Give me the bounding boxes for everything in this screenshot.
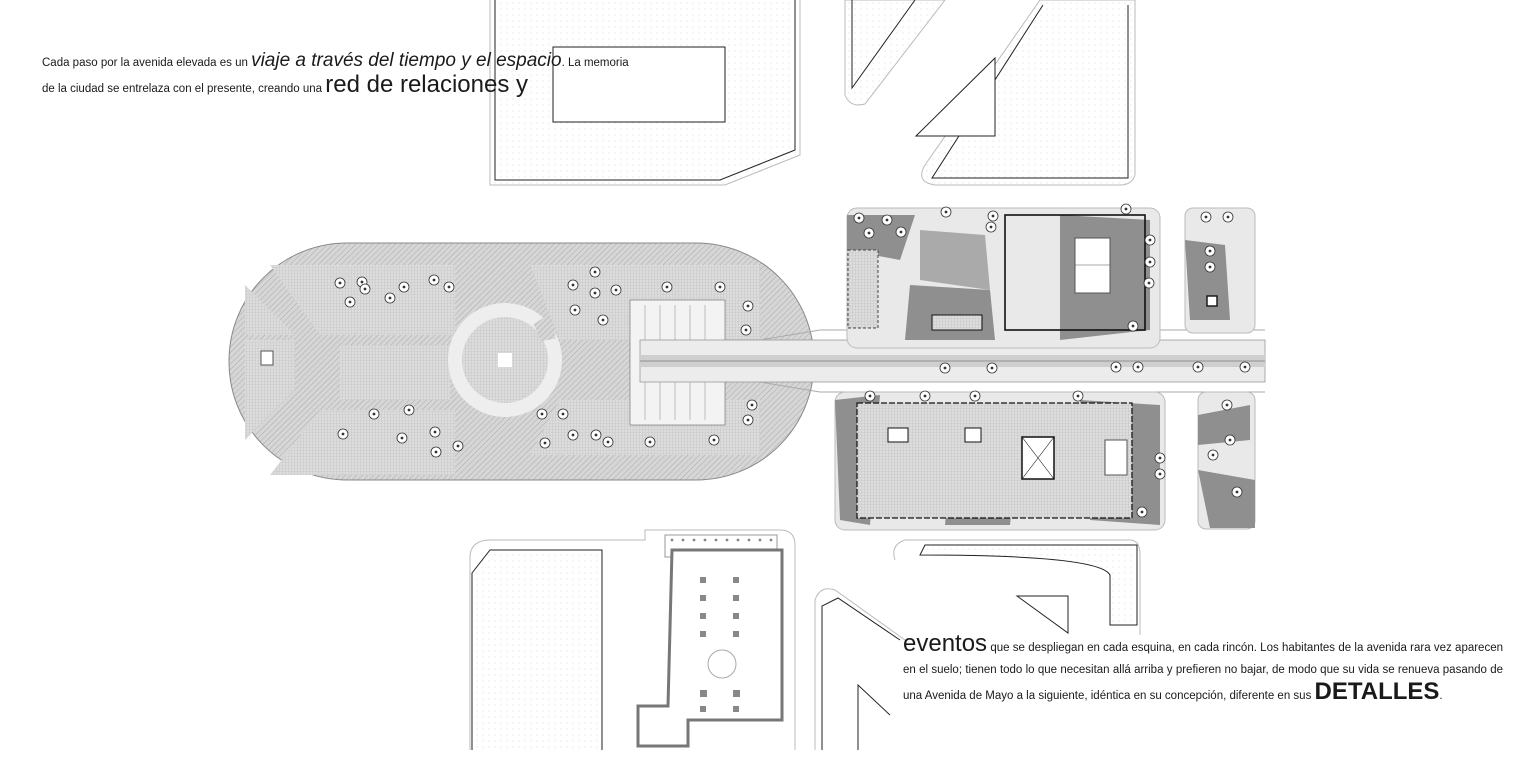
intro-paragraph: Cada paso por la avenida elevada es un v… <box>42 50 642 100</box>
city-block-bottom-right <box>814 539 1141 750</box>
closing-emphasis-details: DETALLES <box>1314 678 1440 705</box>
intro-text-1: Cada paso por la avenida elevada es un <box>42 57 252 69</box>
church-floor-plan <box>636 534 784 748</box>
closing-text-2: . <box>1439 690 1443 702</box>
closing-text-1: que se despliegan en cada esquina, en ca… <box>903 642 1503 702</box>
urban-block-south <box>834 391 1256 531</box>
city-block-top-right <box>844 0 1136 186</box>
urban-block-north <box>846 207 1256 349</box>
closing-paragraph: eventos que se despliegan en cada esquin… <box>903 630 1503 707</box>
intro-emphasis-travel: viaje a través del tiempo y el espacio <box>251 50 562 71</box>
plaza-oval <box>228 242 815 481</box>
intro-emphasis-network: red de relaciones y <box>325 71 529 98</box>
intro-text-2: . La memoria de la ciudad se entrelaza c… <box>42 57 629 95</box>
city-block-top-left <box>489 0 801 186</box>
closing-emphasis-events: eventos <box>903 630 988 657</box>
city-block-bottom-left <box>469 529 796 750</box>
